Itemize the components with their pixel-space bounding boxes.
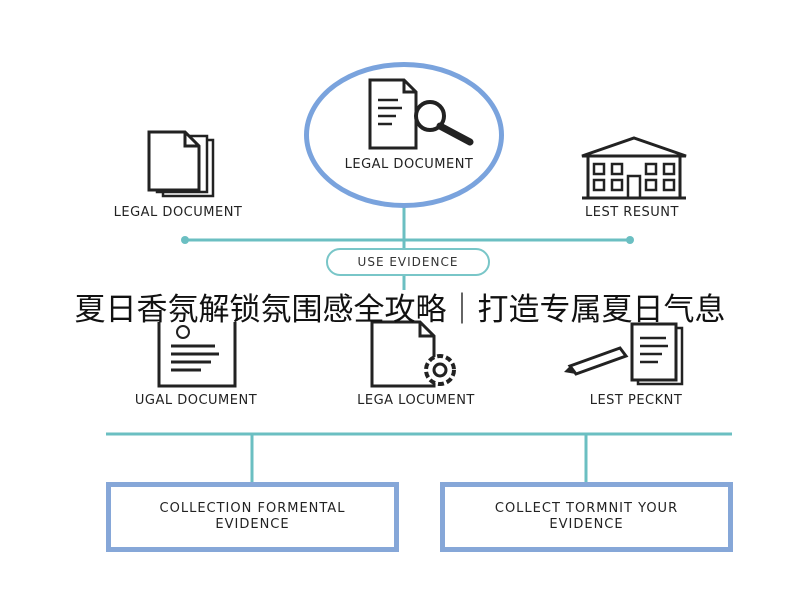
evidence-box-right: COLLECT TORMNIT YOUR EVIDENCE — [440, 482, 733, 552]
pen-documents-icon — [564, 322, 684, 386]
document-lines-icon — [157, 322, 237, 388]
use-evidence-pill: USE EVIDENCE — [326, 248, 490, 276]
evidence-box-left-line2: EVIDENCE — [215, 517, 290, 532]
document-stack-icon — [147, 130, 215, 198]
top-left-label: LEGAL DOCUMENT — [113, 205, 243, 220]
hub-label: LEGAL DOCUMENT — [344, 157, 474, 172]
mid-center-label: LEGA LOCUMENT — [357, 393, 475, 408]
building-icon — [581, 136, 687, 200]
evidence-box-right-line1: COLLECT TORMNIT YOUR — [494, 501, 679, 516]
evidence-box-left-line1: COLLECTION FORMENTAL — [159, 501, 346, 516]
mid-left-label: UGAL DOCUMENT — [134, 393, 258, 408]
document-magnifier-icon — [368, 78, 474, 150]
top-right-label: LEST RESUNT — [585, 205, 679, 220]
evidence-box-right-line2: EVIDENCE — [549, 517, 624, 532]
mid-right-label: LEST PECKNT — [589, 393, 683, 408]
document-gear-icon — [370, 320, 456, 388]
evidence-box-left: COLLECTION FORMENTAL EVIDENCE — [106, 482, 399, 552]
overlay-caption: 夏日香氛解锁氛围感全攻略｜打造专属夏日气息 — [74, 292, 726, 328]
hub-node — [304, 62, 504, 208]
